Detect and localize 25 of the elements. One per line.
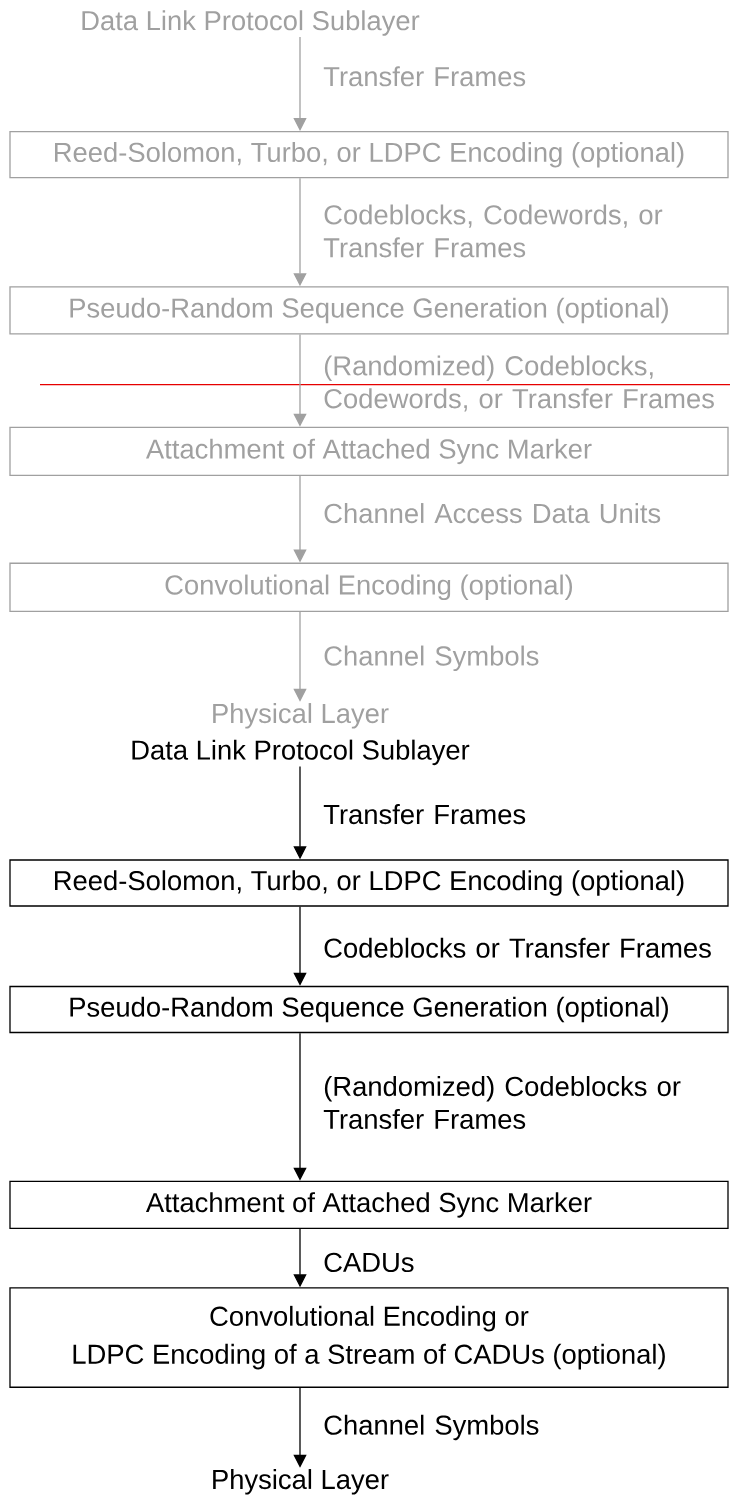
edge-label: Codeblocks, Codewords, or Transfer Frames	[323, 204, 663, 258]
edge-label: Channel Access Data Units	[324, 503, 661, 524]
process-box: Pseudo-Random Sequence Generation (optional)	[9, 286, 729, 335]
process-box: Attachment of Attached Sync Marker	[9, 426, 729, 477]
layer-label: Physical Layer	[213, 1469, 389, 1495]
process-box: Pseudo-Random Sequence Generation (optional)	[9, 985, 729, 1034]
process-box: Convolutional Encoding (optional)	[9, 562, 729, 612]
edge-label: Channel Symbols	[324, 1414, 539, 1441]
edge-label: Codeblocks or Transfer Frames	[324, 937, 711, 958]
process-box: Reed-Solomon, Turbo, or LDPC Encoding (optional)	[9, 131, 729, 179]
arrow	[293, 1387, 307, 1468]
process-box: Convolutional Encoding or LDPC Encoding of a Stream of CADUs (optional)	[9, 1287, 729, 1388]
arrow	[293, 611, 307, 702]
layer-label: Physical Layer	[213, 703, 389, 729]
layer-label: Data Link Protocol Sublayer	[132, 739, 470, 766]
edge-label: CADUs	[324, 1252, 414, 1273]
edge-label: (Randomized) Codeblocks, Codewords, or Transfer Frames	[324, 355, 714, 412]
process-box: Attachment of Attached Sync Marker	[9, 1180, 729, 1230]
edge-label: Transfer Frames	[323, 66, 526, 87]
process-box: Reed-Solomon, Turbo, or LDPC Encoding (optional)	[9, 859, 729, 907]
edge-label: Channel Symbols	[324, 645, 539, 672]
arrow	[293, 906, 307, 986]
layer-label: Data Link Protocol Sublayer	[82, 10, 420, 36]
edge-label: (Randomized) Codeblocks or Transfer Frames	[323, 1076, 681, 1129]
edge-label: Transfer Frames	[323, 804, 526, 825]
